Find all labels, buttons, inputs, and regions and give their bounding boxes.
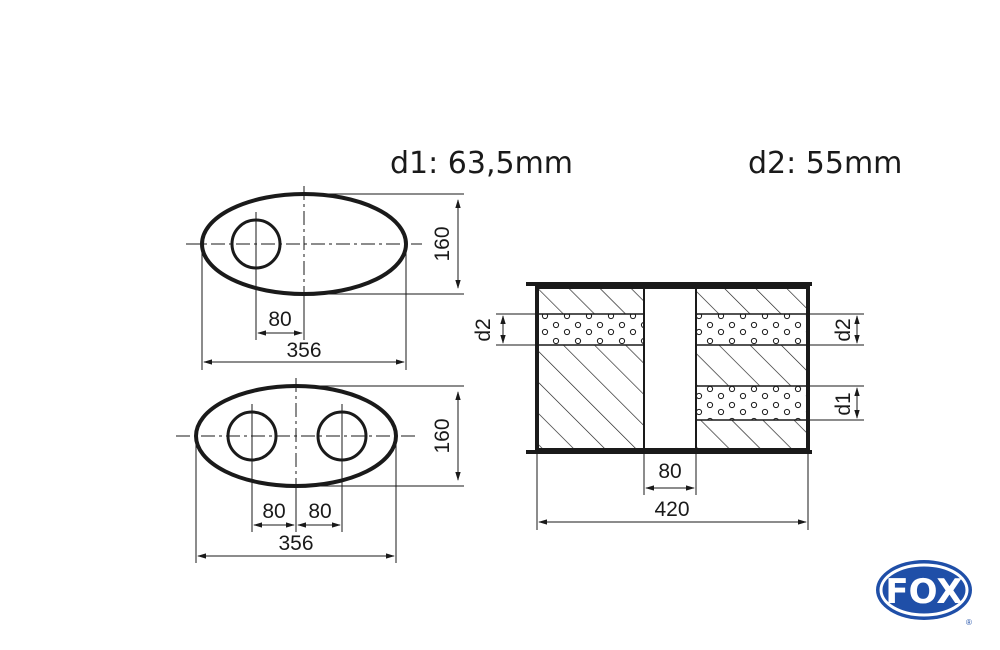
fox-logo: FOX ®: [876, 560, 972, 627]
single-outlet-centerlines: [186, 186, 422, 300]
double-height-label: 160: [431, 418, 454, 453]
side-d2-left-label: d2: [472, 318, 495, 341]
side-core-width-dimension: 80: [643, 452, 697, 495]
single-width-dimension: 356: [201, 244, 407, 370]
side-d2-right-label: d2: [832, 318, 855, 341]
fox-logo-registered-mark: ®: [966, 618, 972, 627]
single-offset-dimension: 80: [255, 270, 305, 340]
double-offset-dimensions: 80 80: [251, 462, 343, 532]
left-perforated-pipe: [537, 313, 644, 346]
side-d1-right-dimension: d1: [808, 385, 864, 421]
double-width-dimension: 356: [195, 436, 397, 563]
double-outlet-view: 160 80 80 356: [176, 378, 464, 563]
center-core: [643, 286, 697, 451]
left-chamber-hatched: [537, 287, 644, 450]
single-offset-label: 80: [268, 308, 291, 331]
right-perforated-pipe-d2: [696, 313, 808, 346]
double-outlet-centerlines: [176, 378, 416, 494]
spec-d1-diameter: d1: 63,5mm: [390, 146, 574, 181]
side-core-width-label: 80: [658, 460, 681, 483]
single-height-label: 160: [431, 226, 454, 261]
double-offset-right-label: 80: [308, 500, 331, 523]
side-total-length-label: 420: [654, 498, 689, 521]
fox-logo-text: FOX: [885, 572, 962, 612]
side-total-length-dimension: 420: [536, 452, 809, 530]
side-section-view: d2 d2 d1 80: [472, 282, 864, 530]
double-height-dimension: 160: [296, 385, 464, 487]
side-d1-right-label: d1: [832, 392, 855, 415]
spec-d2-diameter: d2: 55mm: [748, 146, 903, 181]
side-d2-right-dimension: d2: [808, 313, 864, 346]
single-height-dimension: 160: [304, 193, 464, 295]
double-width-label: 356: [278, 532, 313, 555]
single-width-label: 356: [286, 339, 321, 362]
side-d2-left-dimension: d2: [472, 313, 537, 346]
silencer-body-outline: [526, 282, 812, 454]
single-outlet-view: 160 80 356: [186, 186, 464, 370]
right-chamber-hatched: [696, 287, 808, 450]
right-perforated-pipe-d1: [696, 385, 808, 421]
double-offset-left-label: 80: [262, 500, 285, 523]
